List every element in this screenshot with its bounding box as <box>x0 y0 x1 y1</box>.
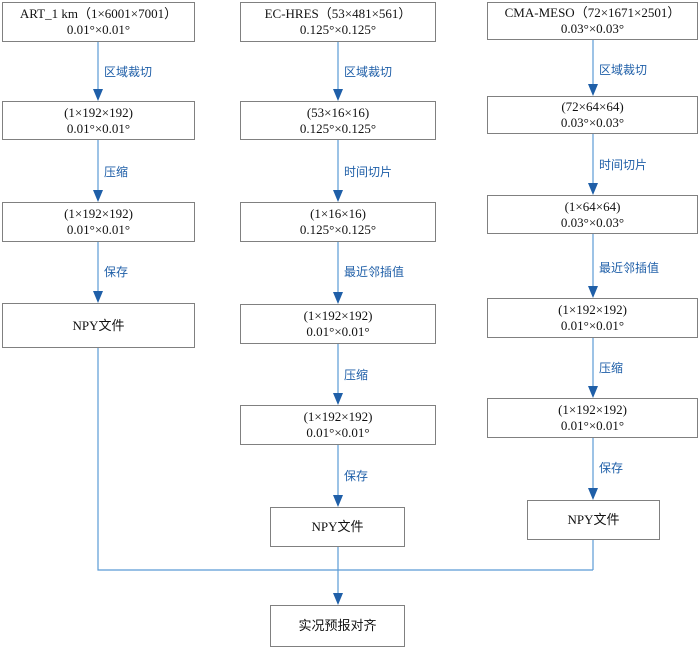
step-label: 压缩 <box>599 361 624 375</box>
arrow-col2-step1 <box>333 42 343 101</box>
node-title: (1×192×192) <box>558 402 627 417</box>
arrow-to-final <box>333 547 343 605</box>
node-art-cropped: (1×192×192) 0.01°×0.01° <box>2 101 195 140</box>
arrow-col3-step1 <box>588 40 598 96</box>
step-label: 区域裁切 <box>104 65 153 79</box>
step-label: 保存 <box>344 469 369 483</box>
node-resolution: 0.01°×0.01° <box>66 120 131 136</box>
node-resolution: 0.125°×0.125° <box>299 22 377 37</box>
node-title: (1×192×192) <box>303 409 373 424</box>
node-cma-npy: NPY文件 <box>527 500 660 540</box>
node-resolution: 0.01°×0.01° <box>66 22 131 37</box>
step-label: 最近邻插值 <box>599 261 660 275</box>
step-label: 保存 <box>599 461 624 475</box>
node-cma-interpolated: (1×192×192) 0.01°×0.01° <box>487 298 698 338</box>
node-cma-sliced: (1×64×64) 0.03°×0.03° <box>487 195 698 234</box>
arrow-col3-step3 <box>588 234 598 298</box>
node-title: 实况预报对齐 <box>298 618 377 633</box>
arrow-col2-step5 <box>333 445 343 507</box>
node-title: (53×16×16) <box>306 104 370 120</box>
node-title: NPY文件 <box>72 317 125 333</box>
node-cma-cropped: (72×64×64) 0.03°×0.03° <box>487 96 698 134</box>
node-title: CMA-MESO（72×1671×2501） <box>504 5 681 20</box>
arrow-col2-step4 <box>333 344 343 405</box>
node-resolution: 0.01°×0.01° <box>66 222 131 237</box>
node-title: NPY文件 <box>567 512 620 527</box>
node-title: ART_1 km（1×6001×7001） <box>19 6 178 21</box>
node-title: NPY文件 <box>311 519 364 534</box>
step-label: 保存 <box>104 265 129 279</box>
node-resolution: 0.125°×0.125° <box>299 222 377 237</box>
node-ec-interpolated: (1×192×192) 0.01°×0.01° <box>240 304 436 344</box>
arrow-col1-step1 <box>93 42 103 101</box>
step-label: 区域裁切 <box>599 63 648 77</box>
node-title: (1×16×16) <box>310 206 366 221</box>
node-title: EC-HRES（53×481×561） <box>264 6 412 21</box>
node-resolution: 0.01°×0.01° <box>306 425 370 440</box>
node-title: (1×192×192) <box>303 308 373 323</box>
node-title: (1×64×64) <box>564 198 621 214</box>
arrow-col3-step4 <box>588 338 598 398</box>
arrow-col3-step5 <box>588 438 598 500</box>
node-ec-npy: NPY文件 <box>270 507 405 547</box>
arrow-col1-step2 <box>93 140 103 202</box>
node-cma-source: CMA-MESO（72×1671×2501） 0.03°×0.03° <box>487 2 698 40</box>
node-final-alignment: 实况预报对齐 <box>270 605 405 647</box>
step-label: 压缩 <box>344 368 369 382</box>
node-title: (72×64×64) <box>561 99 624 114</box>
node-title: (1×192×192) <box>64 206 133 221</box>
arrow-col2-step3 <box>333 242 343 304</box>
node-title: (1×192×192) <box>558 302 627 317</box>
node-art-source: ART_1 km（1×6001×7001） 0.01°×0.01° <box>2 2 195 42</box>
node-resolution: 0.03°×0.03° <box>560 21 625 36</box>
step-label: 时间切片 <box>344 165 393 179</box>
arrow-col2-step2 <box>333 140 343 202</box>
node-cma-compressed: (1×192×192) 0.01°×0.01° <box>487 398 698 438</box>
node-art-compressed: (1×192×192) 0.01°×0.01° <box>2 202 195 242</box>
node-ec-source: EC-HRES（53×481×561） 0.125°×0.125° <box>240 2 436 42</box>
step-label: 压缩 <box>104 165 129 179</box>
node-ec-sliced: (1×16×16) 0.125°×0.125° <box>240 202 436 242</box>
node-resolution: 0.03°×0.03° <box>560 214 625 230</box>
step-label: 时间切片 <box>599 158 648 172</box>
node-ec-cropped: (53×16×16) 0.125°×0.125° <box>240 101 436 140</box>
node-title: (1×192×192) <box>64 104 133 120</box>
step-label: 最近邻插值 <box>344 265 405 279</box>
node-resolution: 0.01°×0.01° <box>560 318 625 333</box>
step-label: 区域裁切 <box>344 65 393 79</box>
arrow-col1-step3 <box>93 242 103 303</box>
node-resolution: 0.125°×0.125° <box>299 120 377 136</box>
node-art-npy: NPY文件 <box>2 303 195 348</box>
node-resolution: 0.03°×0.03° <box>560 115 625 130</box>
arrow-col3-step2 <box>588 134 598 195</box>
merge-line-left <box>97 348 593 571</box>
node-ec-compressed: (1×192×192) 0.01°×0.01° <box>240 405 436 445</box>
node-resolution: 0.01°×0.01° <box>306 324 370 339</box>
node-resolution: 0.01°×0.01° <box>560 418 625 433</box>
